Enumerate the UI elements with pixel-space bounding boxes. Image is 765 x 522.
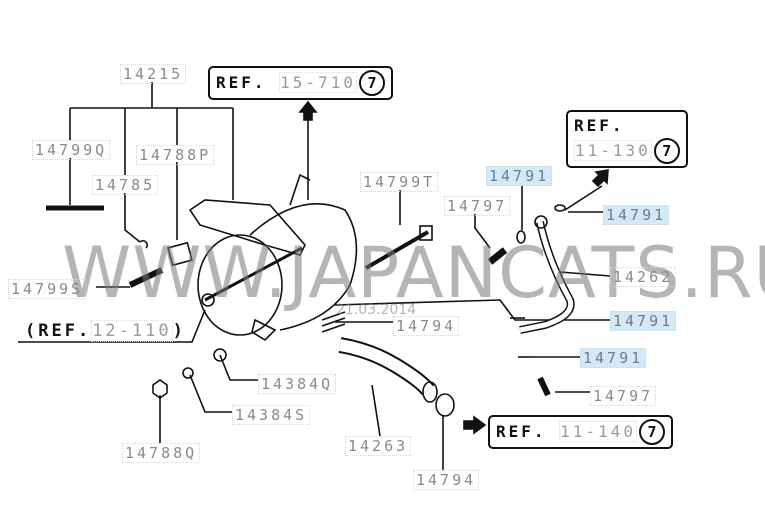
ref-12-110[interactable]: (REF.12-110) <box>25 320 186 342</box>
arrow-icons <box>298 100 609 435</box>
part-label-14797[interactable]: 14797 <box>590 386 657 406</box>
small-parts <box>46 204 575 417</box>
part-label-14788Q[interactable]: 14788Q <box>122 443 201 463</box>
part-label-14788P[interactable]: 14788P <box>136 145 215 165</box>
part-label-14215[interactable]: 14215 <box>120 64 187 84</box>
part-label-14791[interactable]: 14791 <box>580 348 647 368</box>
ref-prefix: REF. <box>574 116 625 135</box>
alternator-drawing <box>188 173 358 342</box>
part-label-14791[interactable]: 14791 <box>486 166 553 186</box>
part-label-14799T[interactable]: 14799T <box>360 172 439 192</box>
ref-code[interactable]: 11-130 <box>574 140 652 161</box>
part-label-14262[interactable]: 14262 <box>610 267 677 287</box>
part-label-14797[interactable]: 14797 <box>444 196 511 216</box>
ref-code[interactable]: 12-110 <box>91 320 173 342</box>
part-label-14384S[interactable]: 14384S <box>232 405 311 425</box>
ref-close: ) <box>172 321 186 341</box>
ref-circle-number: 7 <box>358 70 385 96</box>
ref-circle-number: 7 <box>653 138 680 164</box>
arrow-upright-icon <box>591 169 609 188</box>
ref-prefix: (REF. <box>25 321 92 341</box>
ref-prefix: REF. <box>216 73 267 92</box>
part-label-14794[interactable]: 14794 <box>393 316 460 336</box>
watermark-date: 21.03.2014 <box>336 302 417 318</box>
part-label-14791[interactable]: 14791 <box>610 311 677 331</box>
part-label-14785[interactable]: 14785 <box>92 175 159 195</box>
arrow-right-icon <box>463 415 487 435</box>
part-label-14799S[interactable]: 14799S <box>8 279 87 299</box>
ref-code[interactable]: 15-710 <box>279 72 357 93</box>
part-label-14794[interactable]: 14794 <box>413 470 480 490</box>
part-label-14791[interactable]: 14791 <box>603 205 670 225</box>
ref-circle-number: 7 <box>638 419 665 445</box>
part-label-14263[interactable]: 14263 <box>345 436 412 456</box>
ref-code[interactable]: 11-140 <box>559 421 637 442</box>
part-label-14799Q[interactable]: 14799Q <box>32 140 111 160</box>
part-label-14384Q[interactable]: 14384Q <box>258 374 337 394</box>
arrow-up-icon <box>298 100 318 121</box>
ref-prefix: REF. <box>496 422 547 441</box>
